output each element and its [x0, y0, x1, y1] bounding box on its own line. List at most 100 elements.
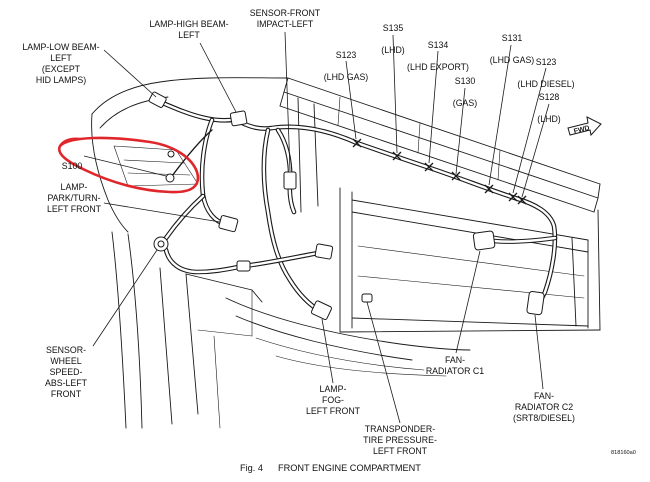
- label-lamp-high-beam-left: LAMP-HIGH BEAM- LEFT: [149, 19, 229, 40]
- label-transponder-tire-pressure-left-front: TRANSPONDER- TIRE PRESSURE- LEFT FRONT: [363, 424, 437, 456]
- frame-rail: [185, 273, 199, 415]
- forward-arrow-label: FWD: [573, 125, 590, 136]
- wheel-well-edge: [111, 231, 127, 429]
- splice-id: S100: [61, 161, 83, 171]
- connector-sensor-front-impact: [283, 171, 297, 190]
- splice-mark-s123-lhd-gas: [352, 138, 362, 148]
- splice-id: S128: [538, 92, 560, 102]
- leader-fan-radiator-c1: [455, 250, 481, 354]
- leader-transponder-tire-pressure: [366, 301, 401, 424]
- radiator-end-tank: [597, 209, 601, 331]
- headlamp-housing-rib: [123, 159, 185, 164]
- splice-mark-s130: [451, 171, 461, 181]
- label-fan-radiator-c1: FAN- RADIATOR C1: [425, 355, 485, 376]
- label-splice-s123-lhd-diesel: S123 (LHD DIESEL): [517, 46, 574, 101]
- connector-lamp-low-beam: [148, 91, 167, 108]
- ground-stud-s100: [167, 150, 175, 158]
- harness-fog-lamp-branch-core: [262, 128, 322, 313]
- crossmember-bottom-edge: [279, 105, 595, 213]
- leader-s123-lhd-diesel: [512, 67, 547, 194]
- splice-id: S130: [454, 76, 476, 86]
- ground-wire-s100: [171, 129, 213, 177]
- splice-id: S134: [427, 40, 449, 50]
- radiator-bottom-edge: [351, 317, 589, 327]
- lower-valance: [235, 315, 413, 361]
- crossmember-top-edge: [287, 77, 601, 185]
- connector-lamp-high-beam: [229, 110, 248, 127]
- connector-lamp-park-turn: [218, 215, 239, 233]
- leader-s131: [488, 44, 512, 186]
- leader-lamp-high-beam: [199, 42, 237, 113]
- splice-mark-s131: [484, 184, 494, 194]
- harness-headlamp-branch-core: [156, 99, 240, 122]
- leader-lamp-park-turn: [103, 202, 221, 223]
- splice-marks: [352, 138, 527, 205]
- leader-fan-radiator-c2: [534, 314, 544, 390]
- red-annotation-circle: [57, 136, 200, 194]
- radiator-core-line: [357, 245, 585, 277]
- splice-mark-s123-lhd-diesel: [508, 192, 518, 202]
- leader-s135: [392, 34, 398, 154]
- connector-inline: [314, 243, 334, 260]
- headlamp-outer-edge: [91, 113, 129, 233]
- connector-fan-radiator-c1: [472, 230, 496, 251]
- frame-rail-gusset: [197, 329, 253, 337]
- leader-sensor-wheel-speed: [92, 249, 158, 347]
- label-splice-s100: S100: [62, 150, 83, 183]
- harness-lower-loop-core: [164, 248, 320, 274]
- leader-s134: [428, 50, 439, 164]
- wiring-harness: [155, 98, 558, 314]
- illustration-part-code: 818160a0: [611, 450, 636, 456]
- splice-note: (LHD GAS): [323, 72, 369, 82]
- sensor-wheel-speed-center: [157, 240, 165, 248]
- crossmember-middle-edge: [283, 91, 599, 199]
- leader-lamp-low-beam: [103, 49, 157, 98]
- splice-id: S123: [535, 57, 557, 67]
- label-lamp-park-turn-left-front: LAMP- PARK/TURN- LEFT FRONT: [46, 182, 102, 214]
- splice-note: (LHD): [537, 114, 561, 124]
- headlamp-housing: [113, 145, 199, 187]
- splice-id: S131: [501, 33, 523, 43]
- leader-s130: [455, 87, 466, 175]
- lower-support-edge: [339, 329, 601, 333]
- label-sensor-wheel-speed-abs-left-front: SENSOR- WHEEL SPEED- ABS-LEFT FRONT: [44, 345, 88, 399]
- splice-note: (GAS): [452, 98, 478, 108]
- label-splice-s135: S135 (LHD): [381, 12, 404, 67]
- crossmember-bracket: [417, 122, 421, 154]
- label-splice-s130: S130 (GAS): [453, 65, 477, 120]
- forward-direction-arrow: FWD: [567, 116, 602, 137]
- label-sensor-front-impact-left: SENSOR-FRONT IMPACT-LEFT: [249, 8, 321, 29]
- leader-lamp-fog: [321, 318, 334, 384]
- radiator-support-post: [313, 103, 319, 207]
- label-splice-s134: S134 (LHD EXPORT): [407, 29, 469, 84]
- splice-note: (LHD): [381, 45, 405, 55]
- figure-number: Fig. 4: [240, 463, 263, 473]
- splice-mark-s135: [392, 151, 402, 161]
- figure-title: FRONT ENGINE COMPARTMENT: [278, 463, 421, 473]
- splice-note: (LHD DIESEL): [517, 79, 575, 89]
- splice-mark-s128: [517, 195, 527, 205]
- bumper-bracket: [213, 335, 221, 429]
- connector-lamp-fog: [310, 300, 332, 320]
- radiator-top-edge: [351, 211, 589, 253]
- leader-sensor-front-impact: [284, 31, 291, 172]
- crossmember-bracket: [337, 96, 341, 126]
- crossmember-bracket: [497, 149, 501, 181]
- radiator-end-tank: [571, 237, 577, 327]
- leader-s128: [521, 103, 550, 198]
- leader-s123-lhd-gas: [345, 60, 357, 140]
- connectors: [148, 91, 545, 320]
- splice-id: S123: [335, 50, 357, 60]
- lower-valance: [225, 297, 471, 351]
- splice-id: S135: [382, 23, 404, 33]
- lower-valance: [255, 337, 425, 371]
- label-splice-s131: S131 (LHD GAS): [490, 22, 534, 77]
- splice-note: (LHD EXPORT): [407, 62, 469, 72]
- frame-rail: [159, 267, 173, 425]
- label-lamp-fog-left-front: LAMP- FOG- LEFT FRONT: [305, 384, 361, 416]
- frame-rail-top: [185, 273, 263, 303]
- forward-arrow-icon: [567, 116, 602, 137]
- ground-eyelet-s100: [165, 173, 175, 183]
- splice-mark-s134: [424, 162, 434, 172]
